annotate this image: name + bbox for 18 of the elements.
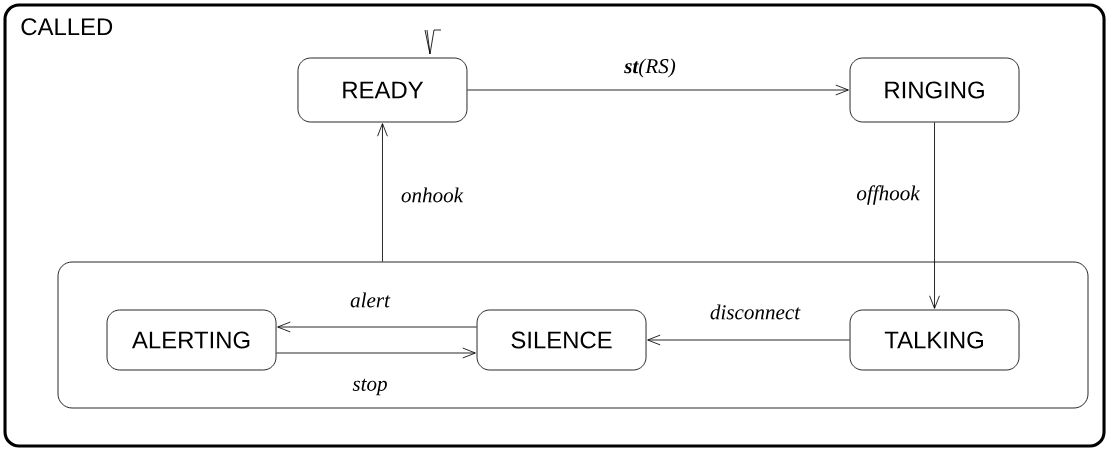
state-box: SILENCE xyxy=(476,309,647,371)
state-box: ALERTING xyxy=(106,309,277,371)
edge-label: onhook xyxy=(401,187,464,203)
state-box: READY xyxy=(297,57,468,123)
arrow xyxy=(467,84,849,96)
arrow xyxy=(929,122,940,309)
edge-label: stop xyxy=(352,378,387,396)
arrow xyxy=(647,334,850,346)
arrow xyxy=(377,123,388,262)
edge-label: offhook xyxy=(857,185,920,205)
arrow xyxy=(276,347,476,359)
state-box: RINGING xyxy=(849,57,1020,123)
edge-label: disconnect xyxy=(710,304,801,320)
edge-label: alert xyxy=(350,292,391,308)
state-box: TALKING xyxy=(849,309,1020,371)
region-box xyxy=(57,261,1089,409)
arrow xyxy=(277,321,478,333)
edge-label: st(RS) xyxy=(624,58,676,78)
